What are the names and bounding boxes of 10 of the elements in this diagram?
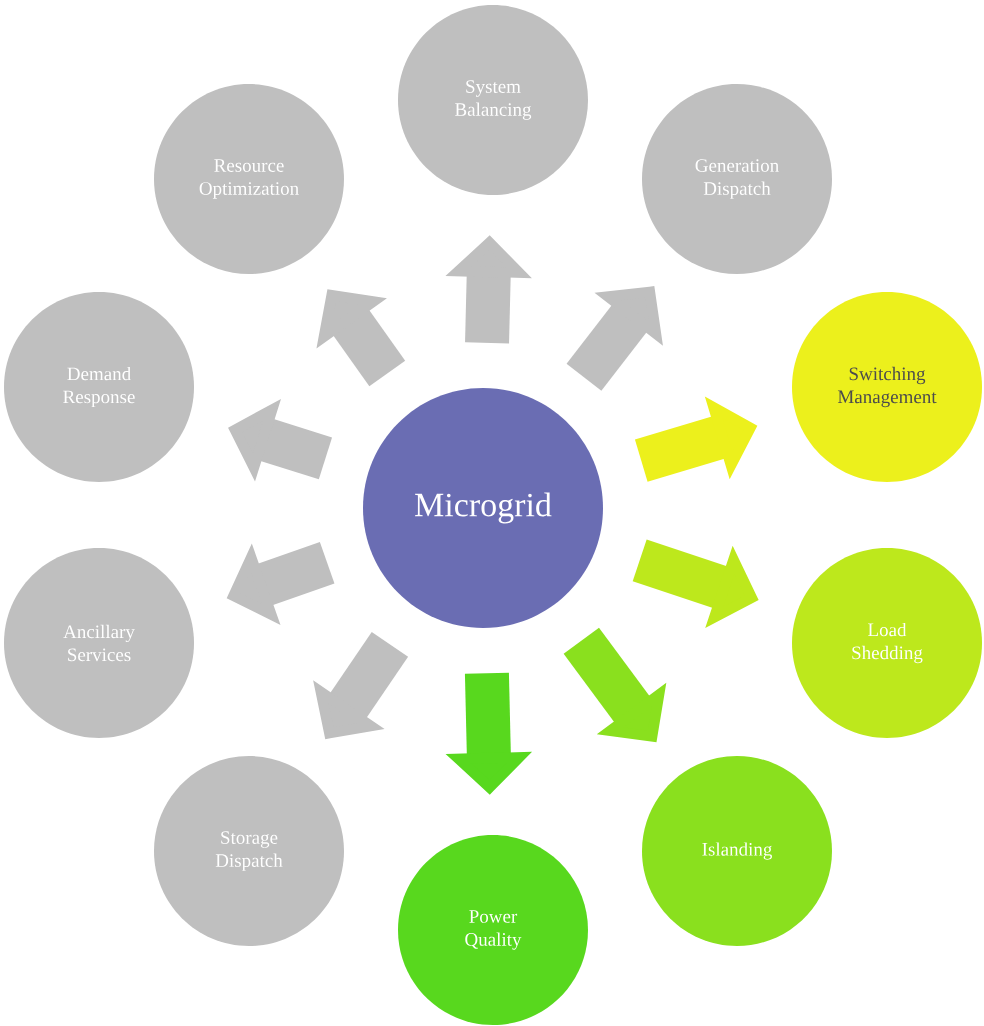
circle-node: Load Shedding xyxy=(792,548,982,738)
circle-node: Ancillary Services xyxy=(4,548,194,738)
circle-node: Islanding xyxy=(642,756,832,946)
circle-node: Generation Dispatch xyxy=(642,84,832,274)
circle-node: Power Quality xyxy=(398,835,588,1025)
circle-node: Storage Dispatch xyxy=(154,756,344,946)
circle-node: System Balancing xyxy=(398,5,588,195)
circle-node: Demand Response xyxy=(4,292,194,482)
circle-node: Switching Management xyxy=(792,292,982,482)
circle-node: Resource Optimization xyxy=(154,84,344,274)
